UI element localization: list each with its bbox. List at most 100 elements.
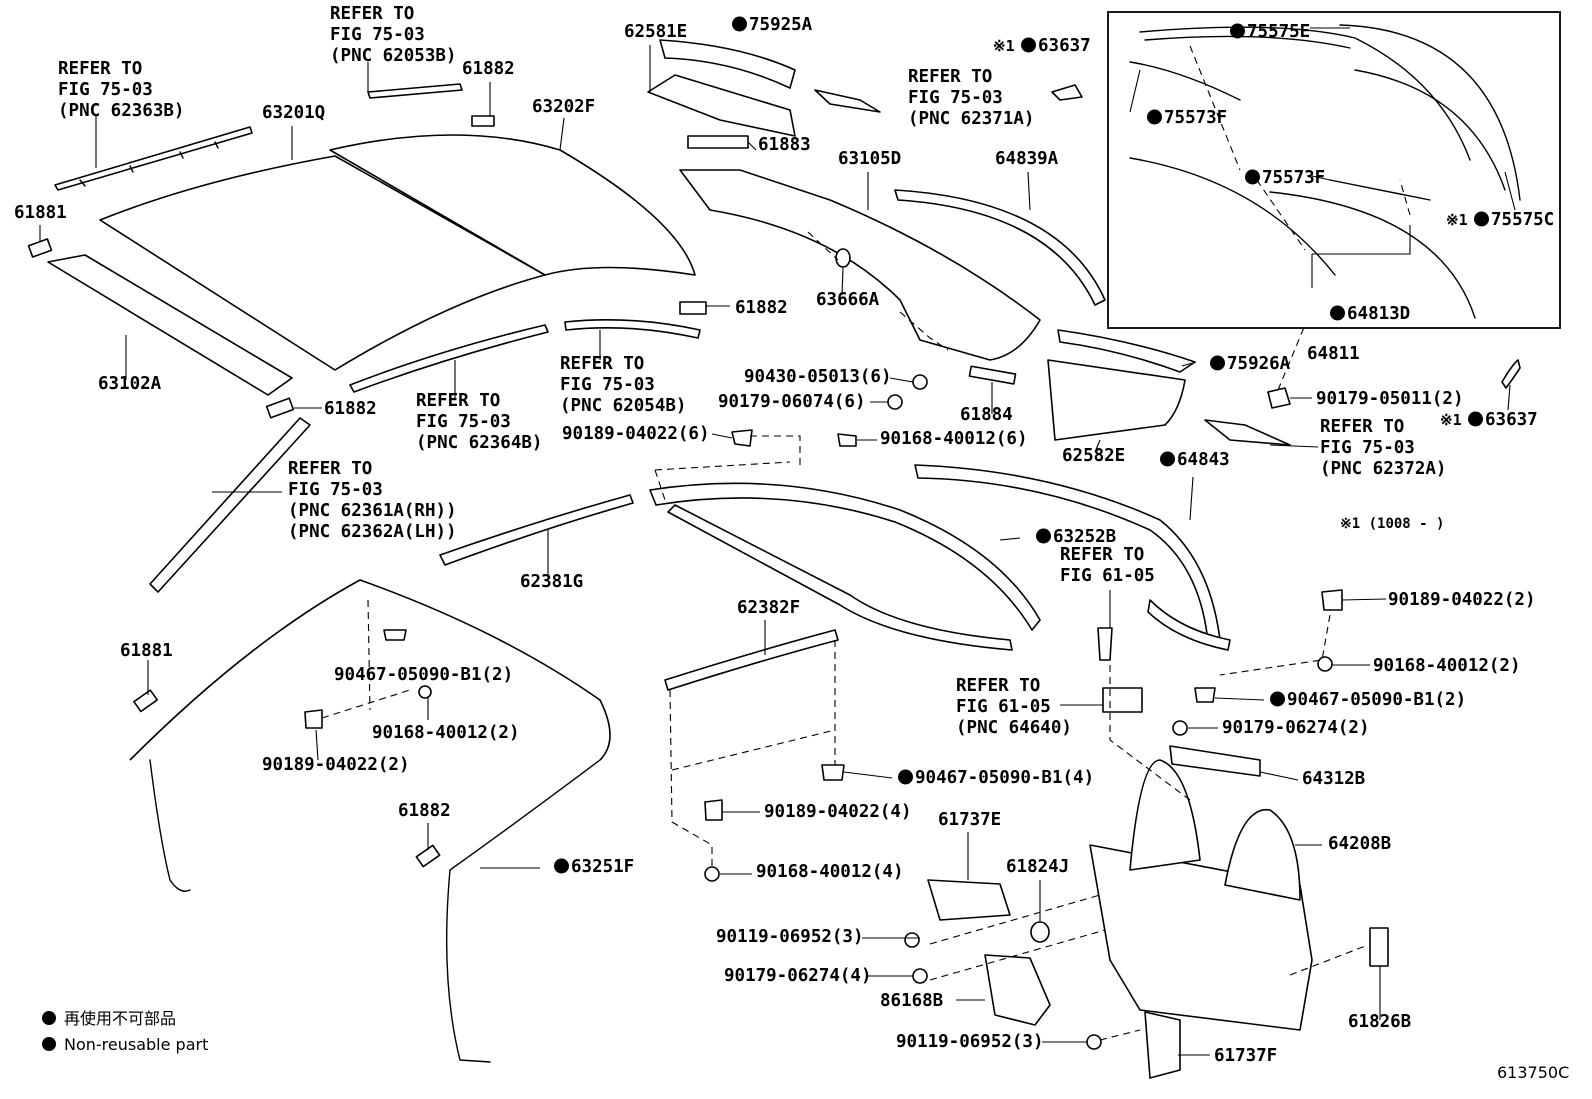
clip-63637-b	[1501, 359, 1521, 389]
label-line: (PNC 62362A(LH))	[288, 522, 457, 542]
bracket-61737e	[927, 879, 1011, 921]
frame-63251f-right	[445, 759, 601, 1063]
bracket-62371a	[814, 89, 881, 113]
screw-90168-c	[1317, 656, 1333, 672]
non-reusable-dot	[1270, 691, 1285, 707]
non-reusable-dot	[1160, 451, 1175, 467]
label-note-1: ※1 (1008 - )	[1340, 516, 1444, 532]
label-text: 75575C	[1491, 210, 1554, 230]
non-reusable-dot	[1245, 169, 1260, 185]
panel-62582e	[1047, 359, 1186, 441]
label-line: 61883	[758, 135, 811, 155]
legend-dot-en	[42, 1037, 56, 1051]
label-line: REFER TO	[330, 4, 414, 24]
rail-62364b	[349, 324, 549, 393]
frame-63252b-inner	[667, 504, 1013, 651]
grommet-61824j	[1030, 921, 1050, 943]
label-text: 63637	[1485, 410, 1538, 430]
label-line: 61824J	[1006, 857, 1069, 877]
front-header-rail	[54, 126, 253, 191]
label-p63251f: 63251F	[554, 857, 634, 877]
label-line: 62381G	[520, 572, 583, 592]
label-line: 61882	[462, 59, 515, 79]
non-reusable-dot	[898, 769, 913, 785]
strip-75575e-inner	[1144, 35, 1351, 49]
label-p61882c: 61882	[324, 399, 377, 419]
label-line: 90168-40012(2)	[1373, 656, 1521, 676]
label-line: (PNC 62363B)	[58, 101, 184, 121]
label-prefix: ※1	[1440, 411, 1462, 429]
label-line: (PNC 62361A(RH))	[288, 501, 457, 521]
label-line: 63251F	[571, 857, 634, 877]
leader-lines	[39, 27, 1516, 1056]
label-line: FIG 61-05	[1060, 566, 1155, 586]
roof-bracket-62053b	[367, 83, 463, 99]
label-p63105d: 63105D	[838, 149, 901, 169]
screw-90168-a	[837, 433, 857, 447]
front-header-rail-clips	[79, 141, 219, 187]
bracket-61737f	[1144, 1011, 1181, 1079]
label-line: 75925A	[749, 15, 813, 35]
label-line: REFER TO	[560, 354, 644, 374]
frame-63252b-outer	[649, 482, 1041, 631]
label-line: 90179-06274(4)	[724, 966, 872, 986]
legend-jp: 再使用不可部品	[64, 1009, 176, 1028]
label-line: 64843	[1177, 450, 1230, 470]
label-p61826b: 61826B	[1348, 1012, 1411, 1032]
label-line: 63105D	[838, 149, 901, 169]
clip-90189-a	[731, 429, 753, 447]
label-line: 64312B	[1302, 769, 1365, 789]
label-p63252b: 63252B	[1036, 527, 1116, 547]
label-p61824j: 61824J	[1006, 857, 1069, 877]
label-line: 64811	[1307, 344, 1360, 364]
label-line: 75573F	[1164, 108, 1227, 128]
label-p61882b: 61882	[735, 298, 788, 318]
label-p61882a: 61882	[462, 59, 515, 79]
roof-side-rail-63102a	[47, 254, 293, 396]
hoop-right	[1224, 808, 1301, 901]
label-p61737f: 61737F	[1214, 1046, 1277, 1066]
label-line: 61737E	[938, 810, 1001, 830]
label-line: (PNC 64640)	[956, 718, 1072, 738]
weatherstrip-64839a	[894, 189, 1106, 306]
label-line: (PNC 62371A)	[908, 109, 1034, 129]
label-p63102a: 63102A	[98, 374, 162, 394]
screw-90119-b	[1086, 1034, 1102, 1050]
label-line: 90467-05090-B1(4)	[915, 768, 1094, 788]
clip-90189-b	[304, 709, 323, 729]
pad-61882-b	[679, 301, 707, 315]
label-p90189-04022b: 90189-04022(2)	[262, 755, 410, 775]
pad-61881-a	[27, 238, 53, 258]
label-p64839a: 64839A	[995, 149, 1059, 169]
label-line: 75573F	[1262, 168, 1325, 188]
label-p64208b: 64208B	[1328, 834, 1391, 854]
label-line: (PNC 62364B)	[416, 433, 542, 453]
label-line: 90179-06274(2)	[1222, 718, 1370, 738]
label-prefix: ※1	[993, 37, 1015, 55]
label-line: 62582E	[1062, 446, 1125, 466]
bolt-90467-c	[821, 764, 845, 781]
strip-75575e	[1139, 26, 1471, 161]
label-line: 64839A	[995, 149, 1059, 169]
clip-90189-c	[1321, 589, 1343, 611]
non-reusable-dot	[1330, 305, 1345, 321]
strip-75575c-inner	[1354, 69, 1506, 191]
label-line: 62581E	[624, 22, 687, 42]
non-reusable-dot	[1230, 23, 1245, 39]
label-line: 63666A	[816, 290, 880, 310]
nut-90179-05011	[1267, 387, 1291, 409]
nut-90179-06074	[887, 394, 903, 410]
label-line: 90119-06952(3)	[896, 1032, 1044, 1052]
bolt-fig6105	[1097, 627, 1113, 661]
label-p61883: 61883	[758, 135, 811, 155]
label-p64813d: 64813D	[1330, 304, 1410, 324]
label-p61882d: 61882	[398, 801, 451, 821]
label-p90179-06274a: 90179-06274(2)	[1222, 718, 1370, 738]
bracket-64843-lower	[1147, 599, 1231, 651]
label-p75926a: 75926A	[1210, 354, 1291, 374]
label-p90179-06074: 90179-06074(6)	[718, 392, 866, 412]
